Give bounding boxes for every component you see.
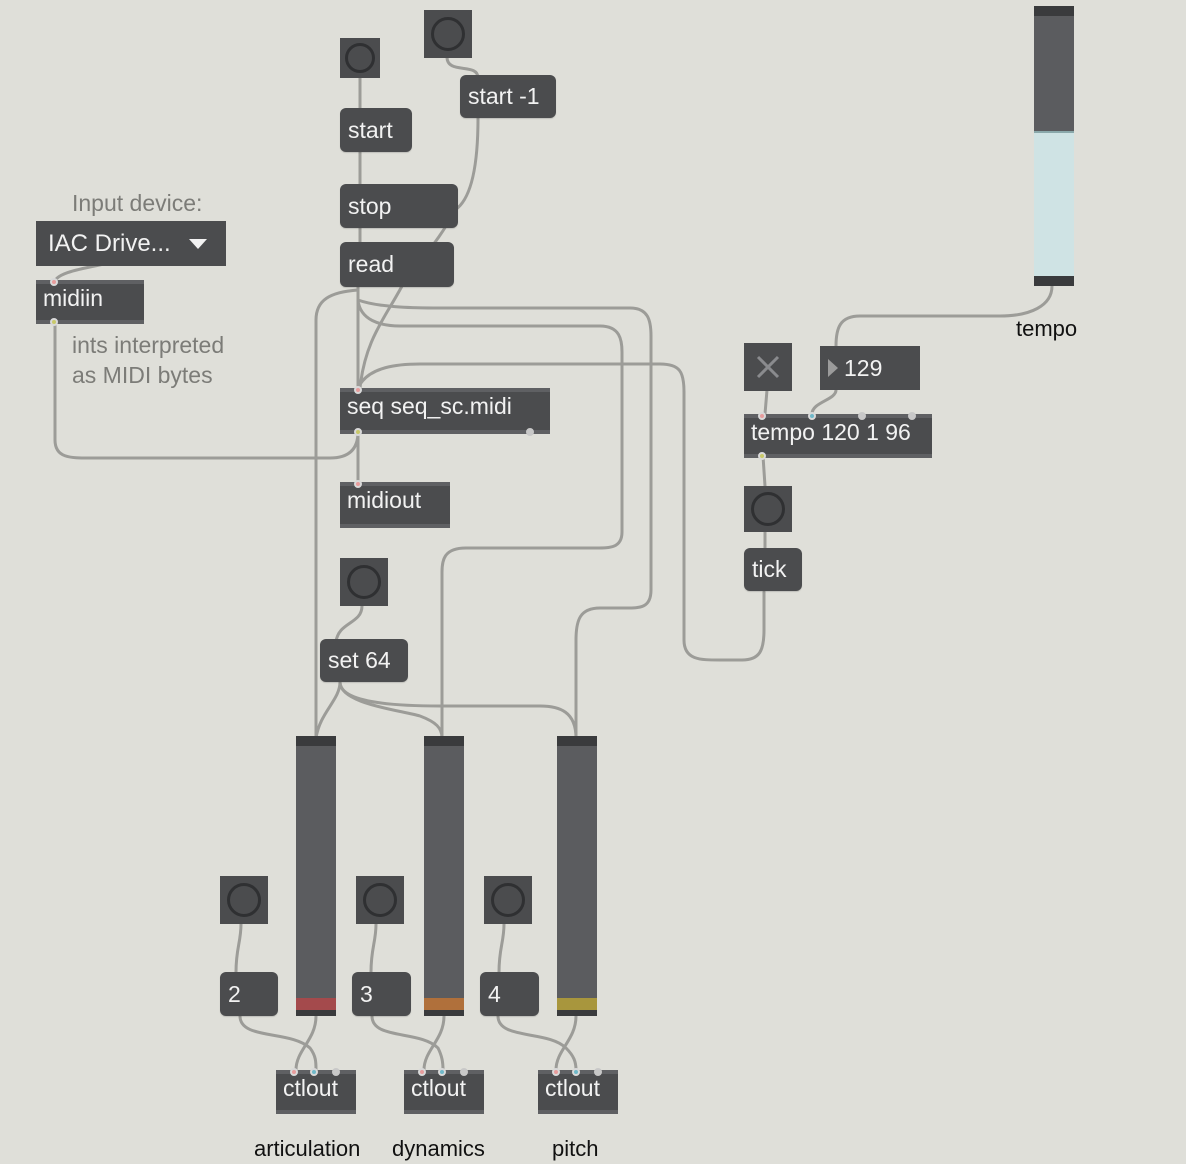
inlet[interactable] xyxy=(418,1068,426,1076)
tempo-number-box[interactable]: 129 xyxy=(820,346,920,390)
midiin-object[interactable]: midiin xyxy=(36,278,144,326)
bang-dynamics-button[interactable] xyxy=(356,876,404,924)
bang-start-button[interactable] xyxy=(340,38,380,78)
inlet[interactable] xyxy=(332,1068,340,1076)
outlet[interactable] xyxy=(50,318,58,326)
start-message[interactable]: start xyxy=(340,108,412,152)
dynamics-slider[interactable] xyxy=(424,736,464,1016)
input-device-menu[interactable]: IAC Drive... xyxy=(36,221,226,266)
bang-icon xyxy=(227,883,261,917)
dynamics-label: dynamics xyxy=(392,1136,485,1161)
set64-message[interactable]: set 64 xyxy=(320,639,408,682)
inlet[interactable] xyxy=(858,412,866,420)
ctlout-dynamics-object[interactable]: ctlout xyxy=(404,1068,484,1114)
inlet[interactable] xyxy=(354,480,362,488)
close-icon xyxy=(756,355,780,379)
object-text: ctlout xyxy=(411,1075,466,1101)
input-device-menu-value: IAC Drive... xyxy=(48,229,171,257)
tempo-slider[interactable] xyxy=(1034,6,1074,286)
pitch-label: pitch xyxy=(552,1136,599,1161)
ctlout-pitch-object[interactable]: ctlout xyxy=(538,1068,618,1114)
object-text: seq seq_sc.midi xyxy=(347,393,512,419)
outlet[interactable] xyxy=(526,428,534,436)
input-device-label: Input device: xyxy=(72,190,203,216)
bang-icon xyxy=(491,883,525,917)
inlet[interactable] xyxy=(552,1068,560,1076)
tempo-object[interactable]: tempo 120 1 96 xyxy=(744,412,932,460)
object-text: midiout xyxy=(347,487,422,513)
inlet[interactable] xyxy=(310,1068,318,1076)
object-text: ctlout xyxy=(283,1075,338,1101)
object-text: ctlout xyxy=(545,1075,600,1101)
midiout-object[interactable]: midiout xyxy=(340,480,450,528)
ctl-dynamics-message[interactable]: 3 xyxy=(352,972,411,1016)
inlet[interactable] xyxy=(572,1068,580,1076)
pitch-slider[interactable] xyxy=(557,736,597,1016)
inlet[interactable] xyxy=(438,1068,446,1076)
inlet[interactable] xyxy=(50,278,58,286)
read-message[interactable]: read xyxy=(340,242,454,287)
bang-icon xyxy=(363,883,397,917)
bang-tick-button[interactable] xyxy=(744,486,792,532)
articulation-slider[interactable] xyxy=(296,736,336,1016)
inlet[interactable] xyxy=(808,412,816,420)
comment-line-1: ints interpreted xyxy=(72,332,225,358)
tempo-toggle[interactable] xyxy=(744,343,792,391)
inlet[interactable] xyxy=(594,1068,602,1076)
stop-message[interactable]: stop xyxy=(340,184,458,228)
bang-pitch-button[interactable] xyxy=(484,876,532,924)
tempo-slider-label: tempo xyxy=(1016,316,1078,341)
ctlout-articulation-object[interactable]: ctlout xyxy=(276,1068,356,1114)
outlet[interactable] xyxy=(758,452,766,460)
bang-icon xyxy=(431,17,465,51)
inlet[interactable] xyxy=(908,412,916,420)
articulation-label: articulation xyxy=(254,1136,361,1161)
ctl-pitch-message[interactable]: 4 xyxy=(480,972,539,1016)
comment-line-2: as MIDI bytes xyxy=(72,362,213,388)
tick-message[interactable]: tick xyxy=(744,548,802,591)
bang-icon xyxy=(347,565,381,599)
inlet[interactable] xyxy=(460,1068,468,1076)
tempo-slider-fill xyxy=(1034,131,1074,276)
inlet[interactable] xyxy=(290,1068,298,1076)
seq-object[interactable]: seq seq_sc.midi xyxy=(340,386,550,436)
dynamics-slider-knob xyxy=(424,998,464,1010)
start-minus-one-message[interactable]: start -1 xyxy=(460,75,556,118)
bang-icon xyxy=(345,43,375,73)
triangle-right-icon xyxy=(828,359,838,377)
bang-icon xyxy=(751,492,785,526)
chevron-down-icon xyxy=(188,238,207,249)
pitch-slider-knob xyxy=(557,998,597,1010)
ctl-articulation-message[interactable]: 2 xyxy=(220,972,278,1016)
outlet[interactable] xyxy=(354,428,362,436)
inlet[interactable] xyxy=(758,412,766,420)
object-text: tempo 120 1 96 xyxy=(751,419,911,445)
bang-set64-button[interactable] xyxy=(340,558,388,606)
tempo-number-value: 129 xyxy=(844,354,883,381)
bang-start-minus-one-button[interactable] xyxy=(424,10,472,58)
inlet[interactable] xyxy=(354,386,362,394)
object-text: midiin xyxy=(43,285,104,311)
bang-articulation-button[interactable] xyxy=(220,876,268,924)
articulation-slider-knob xyxy=(296,998,336,1010)
